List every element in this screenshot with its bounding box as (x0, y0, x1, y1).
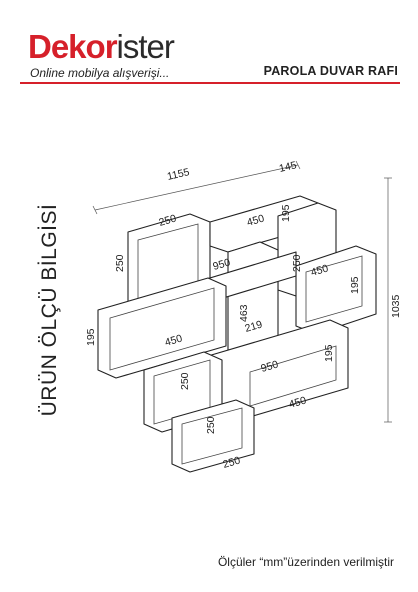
dim-tick-overall-width-right (295, 160, 301, 170)
header-divider (20, 82, 400, 84)
shelf-bottom-box (171, 399, 255, 473)
shelf-bottom-box-inner (181, 407, 243, 465)
dim-bottom-box-width: 250 (222, 454, 242, 470)
dim-tick-overall-width-left (92, 205, 98, 215)
dim-left-box-height: 195 (85, 328, 97, 346)
shelf-right-box-inner (305, 255, 363, 323)
dim-overall-width: 1155 (166, 166, 191, 183)
dim-bottom-shelf-length: 450 (288, 394, 308, 410)
dim-top-right-depth: 145 (278, 159, 298, 175)
dim-right-lower-height: 195 (323, 344, 335, 362)
dim-left-shelf-length: 450 (164, 332, 184, 348)
dim-top-box-width: 250 (158, 212, 178, 228)
dim-overall-height: 1035 (390, 294, 402, 318)
dim-line-overall-width (94, 164, 299, 211)
brand-logo[interactable]: Dekorister (28, 28, 175, 65)
dim-center-gap: 219 (244, 318, 264, 334)
dim-right-box-height: 195 (349, 276, 361, 294)
dim-center-tall-height: 463 (238, 304, 250, 322)
dim-middle-shelf-length: 950 (212, 256, 232, 272)
header: Dekorister Online mobilya alışverişi... … (0, 0, 418, 95)
shelf-right-box (295, 245, 377, 335)
dim-right-upper-height: 250 (291, 254, 303, 272)
product-name: PAROLA DUVAR RAFI (263, 64, 398, 78)
shelf-left-box (97, 277, 227, 379)
dim-bottom-box-height: 250 (205, 416, 217, 434)
shelf-left-box-inner (109, 287, 215, 371)
dim-lower-middle-length: 950 (260, 358, 280, 374)
logo-part-red: Dekor (28, 28, 118, 65)
shelf-lower-long-inner (249, 345, 337, 407)
dim-top-shelf-length: 450 (246, 212, 266, 228)
footer-note: Ölçüler “mm”üzerinden verilmiştir (217, 555, 394, 569)
brand-tagline: Online mobilya alışverişi... (30, 66, 170, 80)
dim-left-lower-height: 250 (179, 372, 191, 390)
dim-right-upper-length: 450 (310, 262, 330, 278)
dim-top-mid-height: 195 (280, 204, 292, 222)
dim-top-box-height: 250 (114, 254, 126, 272)
logo-part-dark: ister (116, 28, 175, 65)
